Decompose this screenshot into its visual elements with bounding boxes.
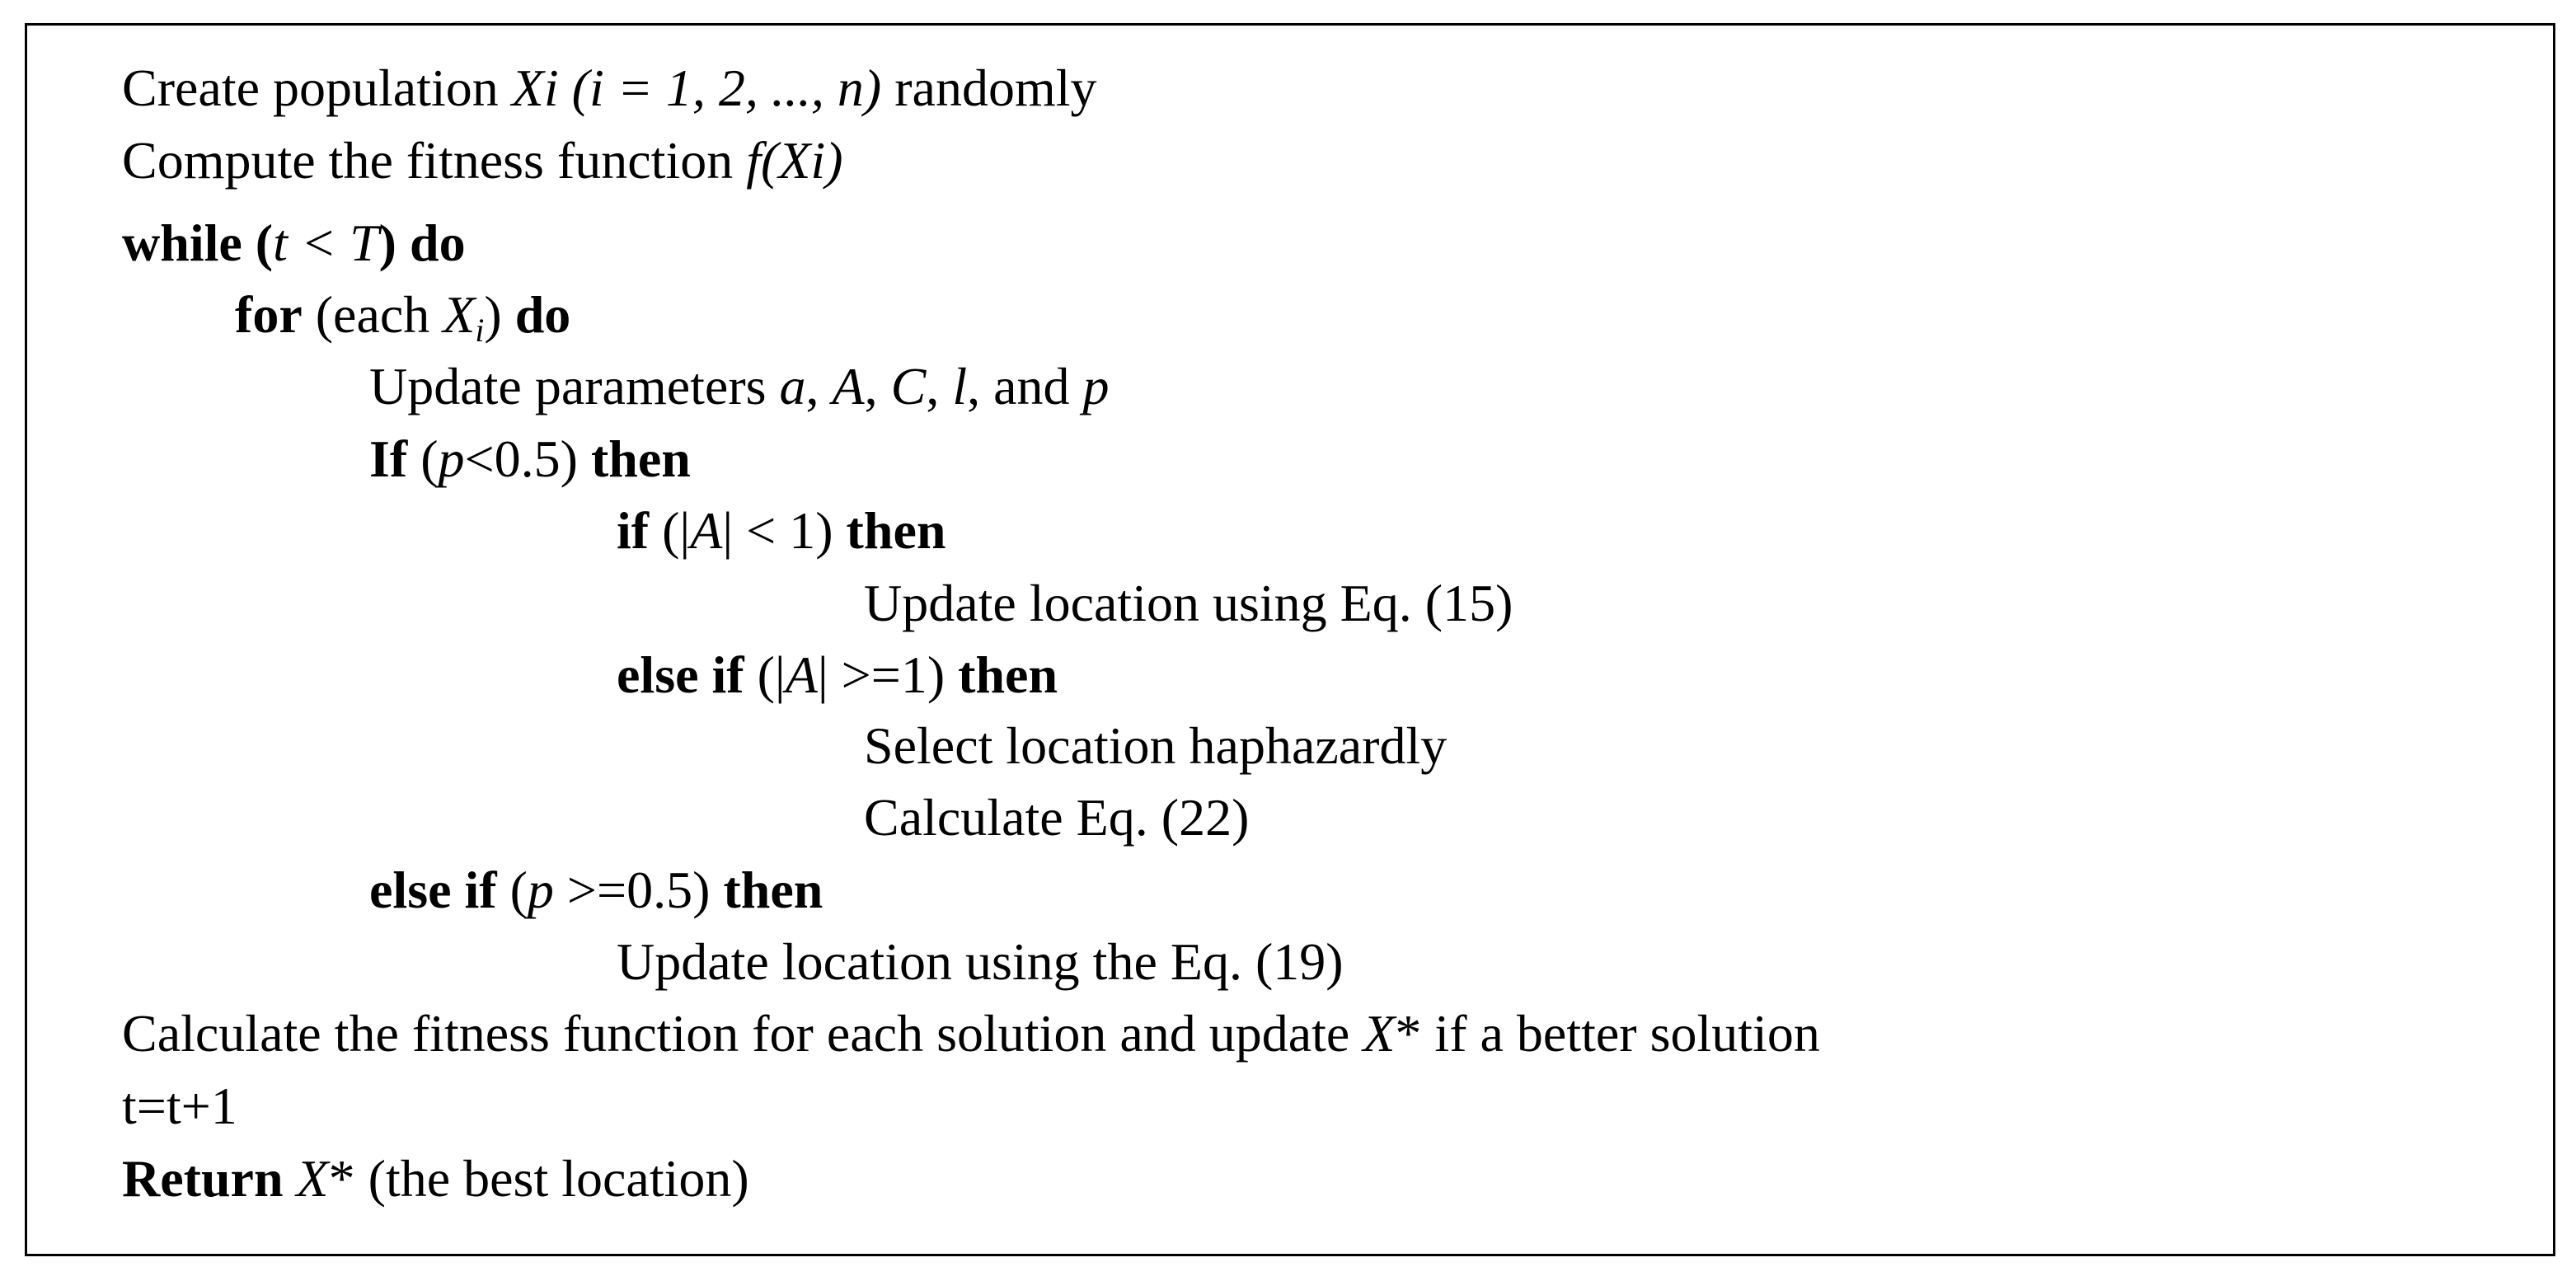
line-compute-fitness: Compute the fitness function f(Xi) bbox=[122, 134, 843, 187]
line-for: for (each Xi) do bbox=[235, 289, 570, 347]
line-return: Return X* (the best location) bbox=[122, 1152, 749, 1205]
var-x: X bbox=[283, 1149, 329, 1208]
line-increment-t: t=t+1 bbox=[122, 1080, 237, 1133]
paren: ) bbox=[378, 214, 396, 272]
text: Create population bbox=[122, 59, 512, 117]
line-else-if-p: else if (p >=0.5) then bbox=[369, 864, 823, 917]
sep: , bbox=[926, 357, 953, 415]
var-xi: Xi bbox=[511, 59, 559, 117]
text: randomly bbox=[881, 59, 1097, 117]
sep: , bbox=[864, 357, 891, 415]
text: (each bbox=[302, 285, 443, 344]
line-update-eq19: Update location using the Eq. (19) bbox=[617, 936, 1344, 988]
param-p: p bbox=[1082, 357, 1110, 415]
param-A: A bbox=[832, 357, 865, 415]
var-A: A bbox=[785, 645, 818, 704]
var-p: p bbox=[527, 861, 554, 919]
var-x: X bbox=[443, 285, 476, 344]
text: | < 1) bbox=[722, 501, 847, 560]
text: Calculate Eq. (22) bbox=[864, 788, 1250, 847]
text: * if a better solution bbox=[1395, 1004, 1820, 1063]
line-if-a-less: if (|A| < 1) then bbox=[617, 504, 945, 557]
line-select-location: Select location haphazardly bbox=[864, 720, 1447, 772]
keyword-do: do bbox=[514, 285, 571, 344]
param-a: a bbox=[779, 357, 806, 415]
sep: , and bbox=[967, 357, 1083, 415]
keyword-for: for bbox=[235, 285, 303, 344]
text: ) bbox=[484, 285, 515, 344]
text: >=0.5) bbox=[553, 861, 724, 919]
text: Select location haphazardly bbox=[864, 716, 1448, 775]
text: t=t+1 bbox=[122, 1077, 237, 1135]
text: <0.5) bbox=[464, 429, 591, 488]
index-range: (i = 1, 2, ..., n) bbox=[558, 59, 882, 117]
keyword-then: then bbox=[723, 861, 823, 919]
text: Compute the fitness function bbox=[122, 131, 747, 190]
keyword-then: then bbox=[958, 645, 1058, 704]
keyword-else-if: else if bbox=[369, 861, 497, 919]
sep: , bbox=[805, 357, 833, 415]
text: | >=1) bbox=[817, 645, 959, 704]
text: Update parameters bbox=[369, 357, 780, 415]
keyword-then: then bbox=[590, 429, 691, 488]
text: ( bbox=[407, 429, 439, 488]
param-C: C bbox=[890, 357, 927, 415]
condition: t < T bbox=[273, 214, 379, 272]
keyword-then: then bbox=[846, 501, 946, 560]
line-if-p: If (p<0.5) then bbox=[369, 433, 691, 486]
keyword-while: while ( bbox=[122, 214, 274, 272]
keyword-return: Return bbox=[122, 1149, 284, 1208]
var-x: X bbox=[1363, 1004, 1396, 1063]
param-l: l bbox=[952, 357, 968, 415]
text: Update location using the Eq. (19) bbox=[617, 932, 1344, 991]
line-else-if-a: else if (|A| >=1) then bbox=[617, 649, 1058, 702]
text: (| bbox=[649, 501, 691, 560]
text: Calculate the fitness function for each … bbox=[122, 1004, 1363, 1063]
line-update-parameters: Update parameters a, A, C, l, and p bbox=[369, 360, 1110, 413]
keyword-else-if: else if bbox=[617, 645, 744, 704]
var-A: A bbox=[690, 501, 723, 560]
line-create-population: Create population Xi (i = 1, 2, ..., n) … bbox=[122, 62, 1097, 115]
text: (| bbox=[744, 645, 786, 704]
line-update-eq15: Update location using Eq. (15) bbox=[864, 577, 1513, 630]
text: ( bbox=[496, 861, 528, 919]
subscript-i: i bbox=[475, 312, 485, 350]
fitness-expr: f(Xi) bbox=[746, 131, 843, 190]
algorithm-box bbox=[25, 23, 2555, 1256]
var-p: p bbox=[438, 429, 465, 488]
text: * (the best location) bbox=[328, 1149, 749, 1208]
line-calculate-fitness: Calculate the fitness function for each … bbox=[122, 1007, 1820, 1060]
line-while: while (t < T) do bbox=[122, 217, 466, 270]
line-calculate-eq22: Calculate Eq. (22) bbox=[864, 791, 1249, 844]
keyword-if: if bbox=[617, 501, 650, 560]
keyword-if: If bbox=[369, 429, 408, 488]
keyword-do: do bbox=[396, 214, 466, 272]
text: Update location using Eq. (15) bbox=[864, 574, 1513, 632]
